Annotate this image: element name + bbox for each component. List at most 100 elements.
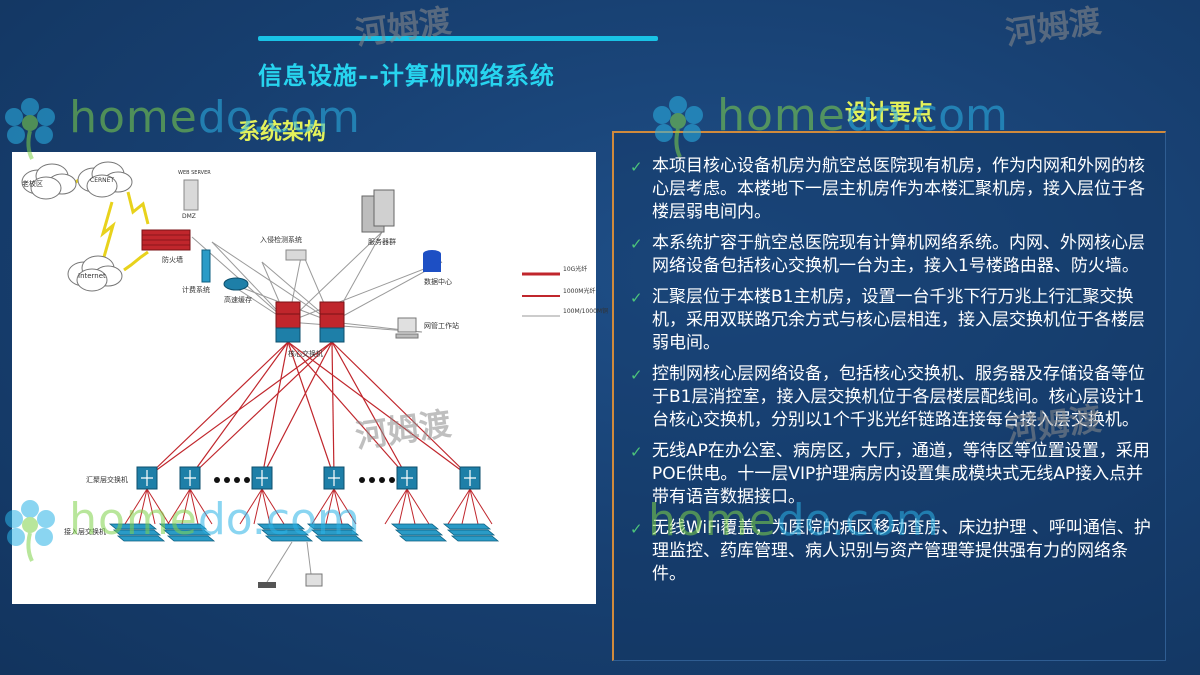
agg-access-fiber [325, 488, 335, 525]
design-point-text: 汇聚层位于本楼B1主机房，设置一台千兆下行万兆上行汇聚交换机，采用双联路冗余方式… [652, 287, 1145, 353]
core-agg-fiber [331, 341, 471, 478]
access-ap-link [266, 541, 293, 583]
access-switch-layer [112, 529, 162, 536]
switch-arrows-icon [328, 470, 340, 486]
agg-access-fiber [189, 488, 213, 525]
access-switch-stack [108, 523, 166, 542]
agg-access-fiber [311, 488, 335, 525]
core-uplink [211, 241, 333, 323]
access-switch-layer [446, 529, 496, 536]
design-point: ✓本项目核心设备机房为航空总医院现有机房，作为内网和外网的核心层考虑。本楼地下一… [630, 155, 1151, 224]
agg-access-fiber [239, 488, 263, 525]
design-points-list: ✓本项目核心设备机房为航空总医院现有机房，作为内网和外网的核心层考虑。本楼地下一… [614, 133, 1165, 586]
access-switch-stack [306, 523, 364, 542]
switch-arrows-icon [256, 470, 268, 486]
wan-link-cernet-internet [100, 201, 116, 258]
agg-access-fiber [384, 488, 408, 525]
aggregation-switch-node [179, 466, 201, 490]
switch-arrows-icon [184, 470, 196, 486]
agg-access-fiber [138, 488, 148, 525]
access-switch-layer [108, 523, 158, 530]
database-body [423, 254, 441, 272]
design-point-text: 无线WiFi覆盖，为医院的病区移动查房、床边护理 、呼叫通信、护理监控、药库管理… [652, 518, 1151, 584]
label-cache: 高速缓存 [224, 295, 252, 304]
core-uplink [287, 261, 443, 323]
access-switch-layer [264, 535, 314, 542]
access-switch-layer [256, 523, 306, 530]
cernet-cloud [77, 161, 133, 198]
core-agg-fiber [331, 341, 335, 478]
design-point-text: 本系统扩容于航空总医院现有计算机网络系统。内网、外网核心层网络设备包括核心交换机… [652, 233, 1145, 276]
core-switch-top [275, 301, 301, 315]
check-icon: ✓ [630, 366, 643, 384]
core-agg-fiber [331, 341, 408, 478]
agg-access-fiber [333, 488, 343, 525]
agg-access-fiber [253, 488, 263, 525]
label-data-center: 数据中心 [424, 277, 452, 286]
homedo-flower-logo-icon [5, 97, 55, 160]
aggregation-switch-node [323, 466, 345, 490]
design-point: ✓汇聚层位于本楼B1主机房，设置一台千兆下行万兆上行汇聚交换机，采用双联路冗余方… [630, 286, 1151, 355]
ellipsis-dot [224, 477, 230, 483]
ids-device-icon [285, 249, 307, 261]
agg-access-fiber [406, 488, 416, 525]
check-icon: ✓ [630, 520, 643, 538]
cloud-lobe [76, 268, 108, 292]
core-agg-fiber [261, 341, 289, 478]
access-switch-stack [442, 523, 500, 542]
agg-access-fiber [124, 488, 148, 525]
client-pc-icon [305, 573, 323, 587]
billing-system-icon [201, 249, 211, 283]
access-switch-layer [390, 523, 440, 530]
label-ids: 入侵检测系统 [260, 235, 302, 244]
check-icon: ✓ [630, 158, 643, 176]
design-points-heading: 设计要点 [845, 101, 934, 126]
check-icon: ✓ [630, 443, 643, 461]
cloud-lobe [86, 174, 118, 198]
label-firewall: 防火墙 [162, 255, 183, 264]
access-switch-layer [116, 535, 166, 542]
access-switch-layer [166, 535, 216, 542]
agg-access-fiber [469, 488, 479, 525]
label-server-group: 服务器群 [368, 237, 396, 246]
agg-access-fiber [333, 488, 357, 525]
agg-access-fiber [461, 488, 471, 525]
ellipsis-dot [214, 477, 220, 483]
agg-access-fiber [261, 488, 271, 525]
access-switch-layer [162, 529, 212, 536]
architecture-heading: 系统架构 [238, 120, 327, 145]
core-agg-fiber [261, 341, 333, 478]
title-rule [258, 36, 658, 41]
ellipsis-dot [369, 477, 375, 483]
core-agg-fiber [146, 341, 289, 478]
agg-access-fiber [469, 488, 493, 525]
old-campus-cloud [21, 163, 77, 200]
design-point: ✓本系统扩容于航空总医院现有计算机网络系统。内网、外网核心层网络设备包括核心交换… [630, 232, 1151, 278]
core-agg-fiber [189, 341, 289, 478]
aggregation-switch-node [136, 466, 158, 490]
agg-access-fiber [406, 488, 430, 525]
access-switch-layer [310, 529, 360, 536]
web-server-icon [183, 179, 199, 211]
legend-label: 100M/1000M铜 [563, 307, 608, 315]
legend-label: 10G光纤 [563, 265, 587, 273]
access-switch-layer [394, 529, 444, 536]
cloud-lobe [30, 176, 62, 200]
core-uplink [211, 241, 289, 323]
server-rack-icon [373, 189, 395, 227]
homedo-cn-watermark: 河姆渡 [353, 1, 454, 53]
router-icon [223, 277, 249, 291]
switch-arrows-icon [141, 470, 153, 486]
workstation-monitor-icon [397, 317, 417, 333]
agg-access-fiber [261, 488, 285, 525]
design-points-panel: ✓本项目核心设备机房为航空总医院现有机房，作为内网和外网的核心层考虑。本楼地下一… [612, 131, 1166, 661]
core-switch-node [275, 301, 301, 343]
ellipsis-dot [359, 477, 365, 483]
homedo-cn-watermark: 河姆渡 [1003, 1, 1104, 53]
label-dmz: DMZ [182, 213, 196, 220]
aggregation-switch-node [251, 466, 273, 490]
ellipsis-dot [234, 477, 240, 483]
ellipsis-dot [244, 477, 250, 483]
